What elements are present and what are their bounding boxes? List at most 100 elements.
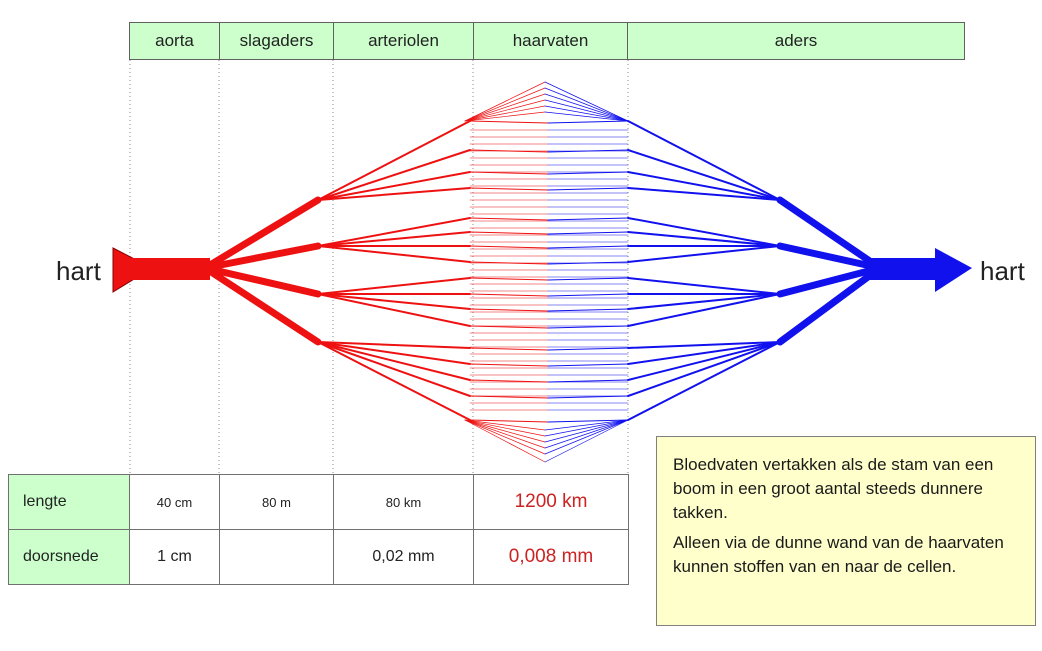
capillary-arterial [469, 347, 549, 351]
capillary-fan-arterial [464, 419, 546, 463]
capillary-venous [547, 187, 629, 191]
capillary-fan-venous [544, 419, 629, 455]
capillary-fan-venous [544, 419, 629, 463]
capillary-fan-arterial [464, 81, 546, 122]
capillary-venous [547, 120, 629, 124]
arteriole [317, 277, 471, 295]
venule [627, 341, 781, 397]
info-note: Bloedvaten vertakken als de stam van een… [656, 436, 1036, 626]
cell-doorsnede-slagaders [219, 529, 334, 585]
capillary-fan-venous [544, 99, 629, 122]
capillary-venous [547, 171, 629, 175]
arteriole [317, 217, 471, 247]
capillary-fan-venous [544, 419, 629, 443]
capillary-fan-arterial [464, 419, 546, 431]
capillary-fan-venous [544, 419, 629, 449]
capillary-arterial [469, 419, 549, 423]
arteriole [317, 120, 471, 201]
arteriole [317, 245, 471, 263]
capillary-arterial [469, 293, 549, 297]
header-arteriolen: arteriolen [333, 22, 474, 60]
capillary-fan-arterial [464, 87, 546, 122]
capillary-arterial [469, 171, 549, 175]
capillary-fan-venous [544, 111, 629, 122]
capillary-fan-venous [544, 419, 629, 437]
cell-lengte-slagaders: 80 m [219, 474, 334, 530]
cell-lengte-arteriolen: 80 km [333, 474, 474, 530]
capillary-venous [547, 245, 629, 249]
capillary-fan-arterial [464, 419, 546, 449]
note-paragraph-1: Bloedvaten vertakken als de stam van een… [673, 455, 994, 522]
capillary-fan-venous [544, 419, 629, 431]
capillary-venous [547, 308, 629, 312]
capillary-venous [547, 347, 629, 351]
artery-main [201, 196, 322, 272]
capillary-venous [547, 363, 629, 367]
capillary-arterial [469, 187, 549, 191]
venule [627, 149, 781, 201]
aorta-trunk [128, 258, 210, 280]
capillary-fan-arterial [464, 93, 546, 122]
vein-trunk [870, 258, 940, 280]
venule [627, 293, 781, 327]
capillary-fan-venous [544, 81, 629, 122]
capillary-venous [547, 217, 629, 221]
cell-doorsnede-haarvaten: 0,008 mm [473, 529, 629, 585]
capillary-venous [547, 379, 629, 383]
capillary-fan-arterial [464, 105, 546, 122]
artery-main [201, 242, 322, 272]
capillary-arterial [469, 217, 549, 221]
capillary-fan-arterial [464, 111, 546, 122]
arteriole [317, 187, 471, 201]
artery-main [201, 264, 322, 298]
vein-main [776, 242, 884, 272]
cell-lengte-aorta: 40 cm [129, 474, 220, 530]
capillary-fan-venous [544, 87, 629, 122]
artery-main [201, 264, 322, 346]
capillary-fan-venous [544, 105, 629, 122]
arteriole [317, 341, 471, 397]
row-label-doorsnede: doorsnede [8, 529, 130, 585]
capillary-venous [547, 293, 629, 297]
note-paragraph-2: Alleen via de dunne wand van de haarvate… [673, 533, 1004, 576]
heart-label-left: hart [56, 256, 101, 286]
header-aorta: aorta [129, 22, 220, 60]
venule [627, 341, 781, 421]
row-label-lengte: lengte [8, 474, 130, 530]
header-slagaders: slagaders [219, 22, 334, 60]
capillary-arterial [469, 379, 549, 383]
capillary-fan-venous [544, 93, 629, 122]
capillary-arterial [469, 395, 549, 399]
arteriole [317, 341, 471, 365]
arteriole [317, 149, 471, 201]
capillary-arterial [469, 120, 549, 124]
arteriole [317, 171, 471, 201]
cell-doorsnede-aorta: 1 cm [129, 529, 220, 585]
capillary-arterial [469, 245, 549, 249]
capillary-arterial [469, 308, 549, 312]
arteriole [317, 293, 471, 327]
capillary-fan-arterial [464, 419, 546, 437]
capillary-venous [547, 277, 629, 281]
header-haarvaten: haarvaten [473, 22, 628, 60]
venule [627, 217, 781, 247]
capillary-venous [547, 325, 629, 329]
venule [627, 120, 781, 201]
arteriole [317, 293, 471, 310]
vein-main [776, 196, 884, 272]
vein-main [776, 264, 884, 346]
venule [627, 171, 781, 201]
venule [627, 231, 781, 247]
venule [627, 187, 781, 201]
venule [627, 341, 781, 349]
capillary-venous [547, 231, 629, 235]
capillary-fan-arterial [464, 99, 546, 122]
capillary-venous [547, 419, 629, 423]
arteriole [317, 341, 471, 349]
venule [627, 277, 781, 295]
heart-label-right: hart [980, 256, 1025, 286]
arteriole [317, 341, 471, 381]
venule [627, 245, 781, 263]
